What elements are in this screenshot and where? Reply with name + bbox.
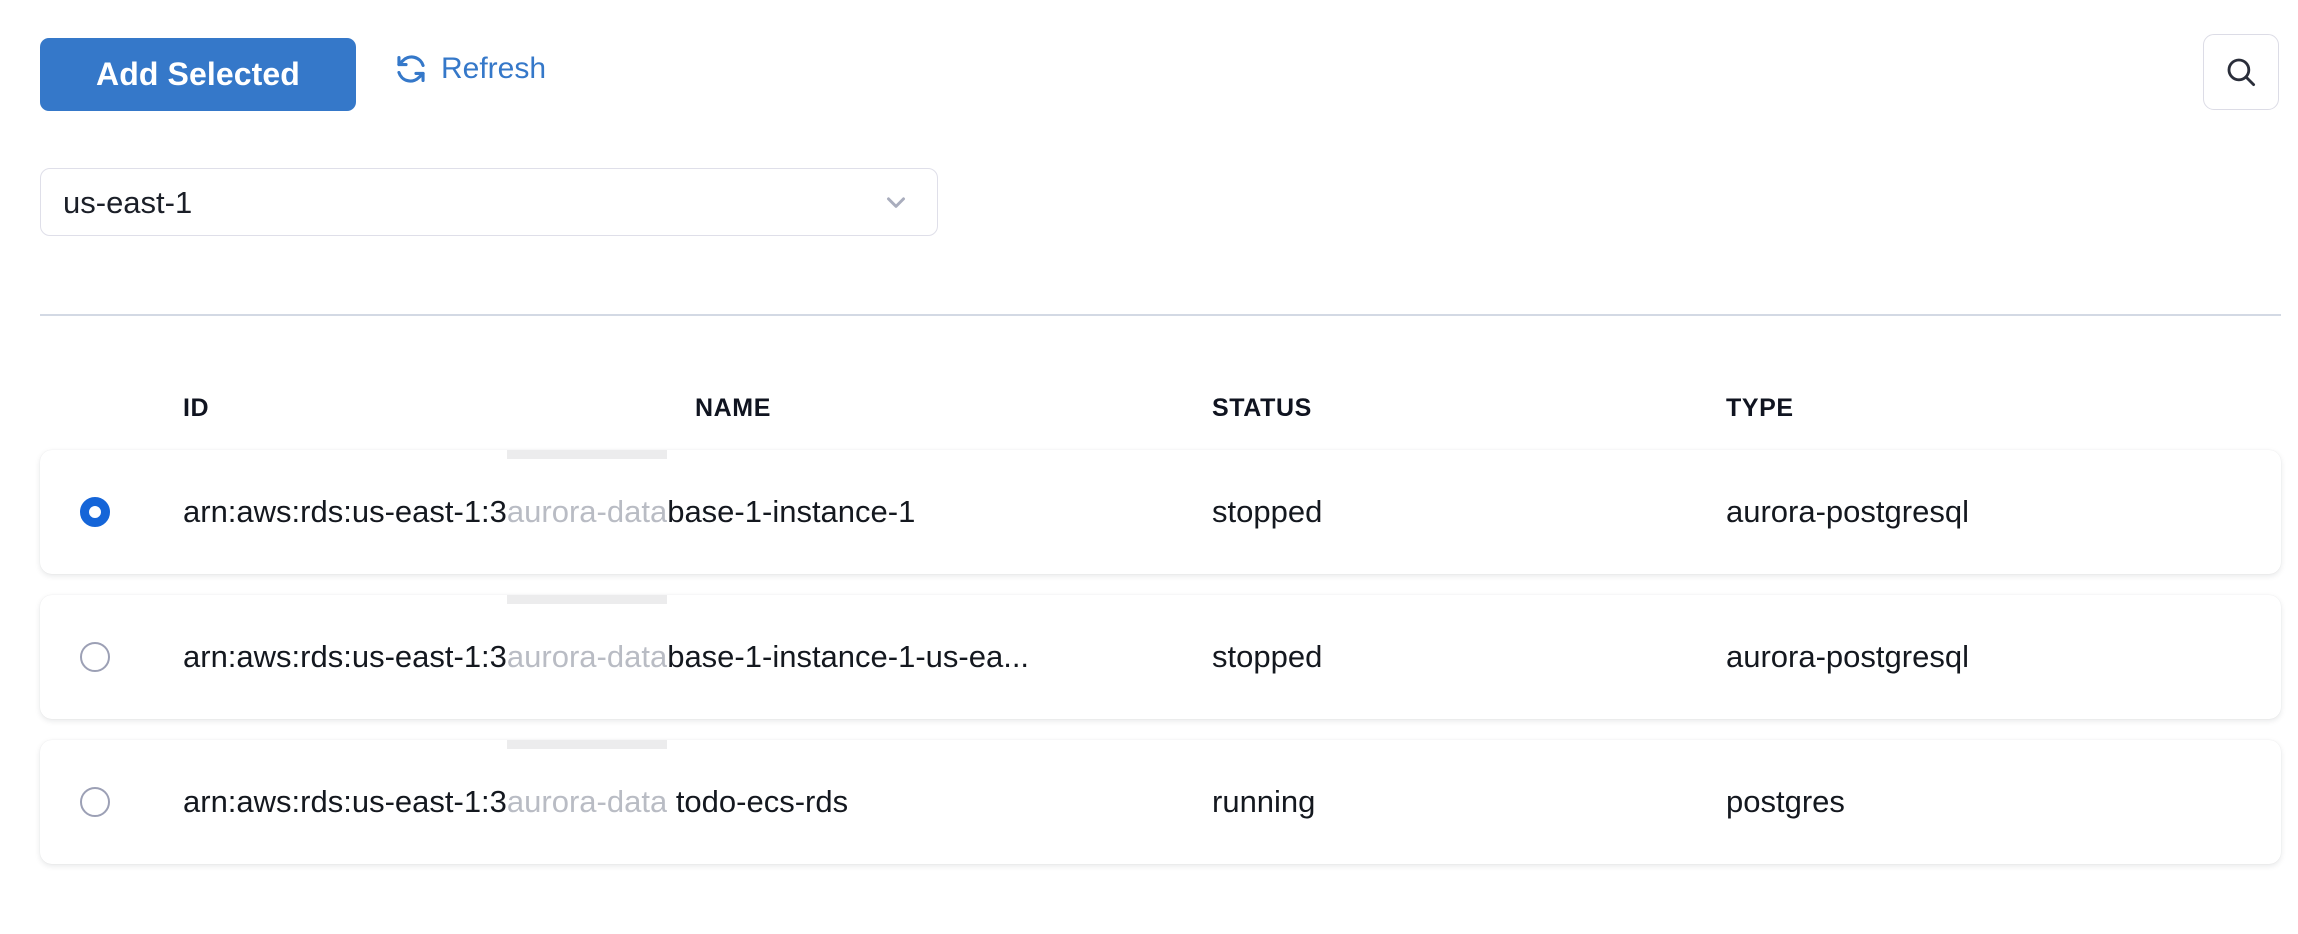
- section-divider: [40, 314, 2281, 316]
- radio-button[interactable]: [80, 642, 110, 672]
- cell-status: stopped: [1212, 639, 1323, 674]
- column-header-status: STATUS: [1212, 394, 1312, 422]
- cell-status: running: [1212, 784, 1316, 819]
- add-selected-button[interactable]: Add Selected: [40, 38, 356, 111]
- arn-suffix: base-1-instance-1: [667, 494, 916, 529]
- column-header-id: ID: [183, 394, 210, 422]
- arn-prefix: arn:aws:rds:us-east-1:3: [183, 494, 507, 529]
- arn-prefix: arn:aws:rds:us-east-1:3: [183, 639, 507, 674]
- row-select-cell[interactable]: [80, 450, 190, 574]
- cell-type: postgres: [1726, 784, 1845, 819]
- cell-type: aurora-postgresql: [1726, 639, 1969, 674]
- refresh-icon: [394, 52, 428, 86]
- search-button[interactable]: [2203, 34, 2279, 110]
- arn-suffix: todo-ecs-rds: [667, 784, 849, 819]
- region-select[interactable]: us-east-1: [40, 168, 938, 236]
- toolbar: Add Selected Refresh: [0, 0, 2298, 150]
- chevron-down-icon: [881, 169, 911, 235]
- column-header-name: NAME: [695, 394, 772, 422]
- row-select-cell[interactable]: [80, 595, 190, 719]
- region-select-value: us-east-1: [63, 184, 193, 220]
- refresh-button[interactable]: Refresh: [394, 52, 546, 86]
- radio-button-selected[interactable]: [80, 497, 110, 527]
- arn-suffix: base-1-instance-1-us-ea...: [667, 639, 1030, 674]
- resource-table: ID NAME STATUS TYPE arn:aws:rds:us-east-…: [0, 380, 2298, 885]
- column-header-type: TYPE: [1726, 394, 1794, 422]
- arn-redacted-account-id: aurora-data: [506, 450, 668, 574]
- radio-button[interactable]: [80, 787, 110, 817]
- search-icon: [2223, 54, 2259, 90]
- cell-type: aurora-postgresql: [1726, 494, 1969, 529]
- arn-redacted-account-id: aurora-data: [506, 740, 668, 864]
- row-select-cell[interactable]: [80, 740, 190, 864]
- table-header-row: ID NAME STATUS TYPE: [0, 380, 2298, 440]
- arn-prefix: arn:aws:rds:us-east-1:3: [183, 784, 507, 819]
- refresh-label: Refresh: [441, 52, 547, 85]
- cell-status: stopped: [1212, 494, 1323, 529]
- arn-redacted-account-id: aurora-data: [506, 595, 668, 719]
